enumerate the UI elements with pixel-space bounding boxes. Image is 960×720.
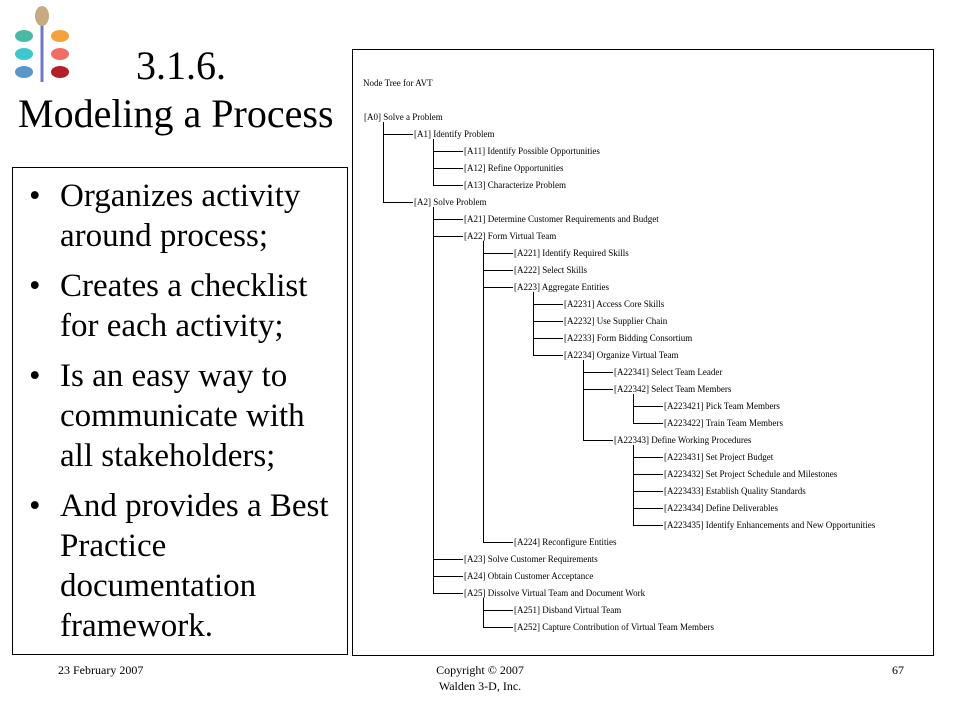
tree-node-label: [A25] Dissolve Virtual Team and Document…	[464, 588, 646, 598]
tree-node-label: [A252] Capture Contribution of Virtual T…	[514, 622, 714, 632]
tree-node-label: [A222] Select Skills	[514, 265, 587, 275]
slide-title-number: 3.1.6.	[136, 43, 226, 88]
logo-teal-petal	[15, 30, 33, 42]
slide-title: 3.1.6. Modeling a Process	[18, 42, 378, 138]
bullet-dot: •	[29, 488, 41, 524]
tree-node-label: [A21] Determine Customer Requirements an…	[464, 214, 659, 224]
tree-node-label: [A2234] Organize Virtual Team	[564, 350, 679, 360]
tree-node-label: [A24] Obtain Customer Acceptance	[464, 571, 593, 581]
tree-node-label: [A223431] Set Project Budget	[664, 452, 774, 462]
bullet-item: • Organizes activity around process;	[23, 176, 341, 256]
bullet-text: Creates a checklist for each activity;	[60, 268, 308, 344]
tree-node-label: [A22343] Define Working Procedures	[614, 435, 752, 445]
footer-copyright-line2: Walden 3-D, Inc.	[438, 679, 522, 693]
logo-blue-petal	[15, 66, 33, 78]
bullet-panel: • Organizes activity around process; • Crea…	[12, 167, 348, 655]
tree-node-label: [A223435] Identify Enhancements and New …	[664, 520, 876, 530]
tree-node-label: [A1] Identify Problem	[414, 129, 494, 139]
footer-page-number: 67	[892, 663, 904, 677]
bullet-list: • Organizes activity around process; • Crea…	[23, 176, 341, 646]
tree-node-label: [A12] Refine Opportunities	[464, 163, 564, 173]
tree-node-label: [A223434] Define Deliverables	[664, 503, 778, 513]
node-tree-panel: Node Tree for AVT [A0] Solve a Problem[A…	[352, 49, 934, 656]
bullet-dot: •	[29, 358, 41, 394]
bullet-dot: •	[29, 268, 41, 304]
tree-node-label: [A223] Aggregate Entities	[514, 282, 609, 292]
bullet-item: • And provides a Best Practice documentat…	[23, 486, 341, 646]
tree-node-label: [A23] Solve Customer Requirements	[464, 554, 598, 564]
slide-title-text: Modeling a Process	[18, 91, 334, 136]
tree-node-label: [A251] Disband Virtual Team	[514, 605, 621, 615]
tree-node-label: [A22342] Select Team Members	[614, 384, 732, 394]
logo-cyan-petal	[15, 48, 33, 60]
tree-node-label: [A2231] Access Core Skills	[564, 299, 665, 309]
bullet-text: Organizes activity around process;	[60, 178, 301, 254]
tree-node-label: [A221] Identify Required Skills	[514, 248, 629, 258]
bullet-text: Is an easy way to communicate with all s…	[60, 358, 305, 474]
tree-node-label: [A22] Form Virtual Team	[464, 231, 556, 241]
bullet-item: • Creates a checklist for each activity;	[23, 266, 341, 346]
tree-node-label: [A13] Characterize Problem	[464, 180, 566, 190]
tree-node-label: [A223422] Train Team Members	[664, 418, 783, 428]
logo-orange-petal	[51, 30, 69, 42]
tree-node-label: [A2233] Form Bidding Consortium	[564, 333, 692, 343]
tree-node-label: [A224] Reconfigure Entities	[514, 537, 617, 547]
tree-node-label: [A223421] Pick Team Members	[664, 401, 780, 411]
logo-top-petal	[35, 6, 49, 26]
node-tree-title: Node Tree for AVT	[363, 78, 433, 88]
tree-node-label: [A223433] Establish Quality Standards	[664, 486, 806, 496]
tree-node-label: [A22341] Select Team Leader	[614, 367, 722, 377]
bullet-item: • Is an easy way to communicate with all …	[23, 356, 341, 476]
logo-salmon-petal	[51, 48, 69, 60]
bullet-dot: •	[29, 178, 41, 214]
logo-darkred-petal	[51, 66, 69, 78]
bullet-text: And provides a Best Practice documentati…	[60, 488, 329, 644]
footer-copyright: Copyright © 2007 Walden 3-D, Inc.	[0, 662, 960, 694]
footer-copyright-line1: Copyright © 2007	[436, 663, 524, 677]
tree-node-label: [A11] Identify Possible Opportunities	[464, 146, 600, 156]
node-tree-diagram: [A0] Solve a Problem [A1] Identify Proble…	[364, 112, 876, 632]
tree-node-label: [A223432] Set Project Schedule and Miles…	[664, 469, 838, 479]
footer-date: 23 February 2007	[58, 663, 144, 677]
tree-node-label: [A0] Solve a Problem	[364, 112, 443, 122]
tree-node-label: [A2] Solve Problem	[414, 197, 487, 207]
tree-node-label: [A2232] Use Supplier Chain	[564, 316, 668, 326]
company-logo	[15, 6, 69, 82]
